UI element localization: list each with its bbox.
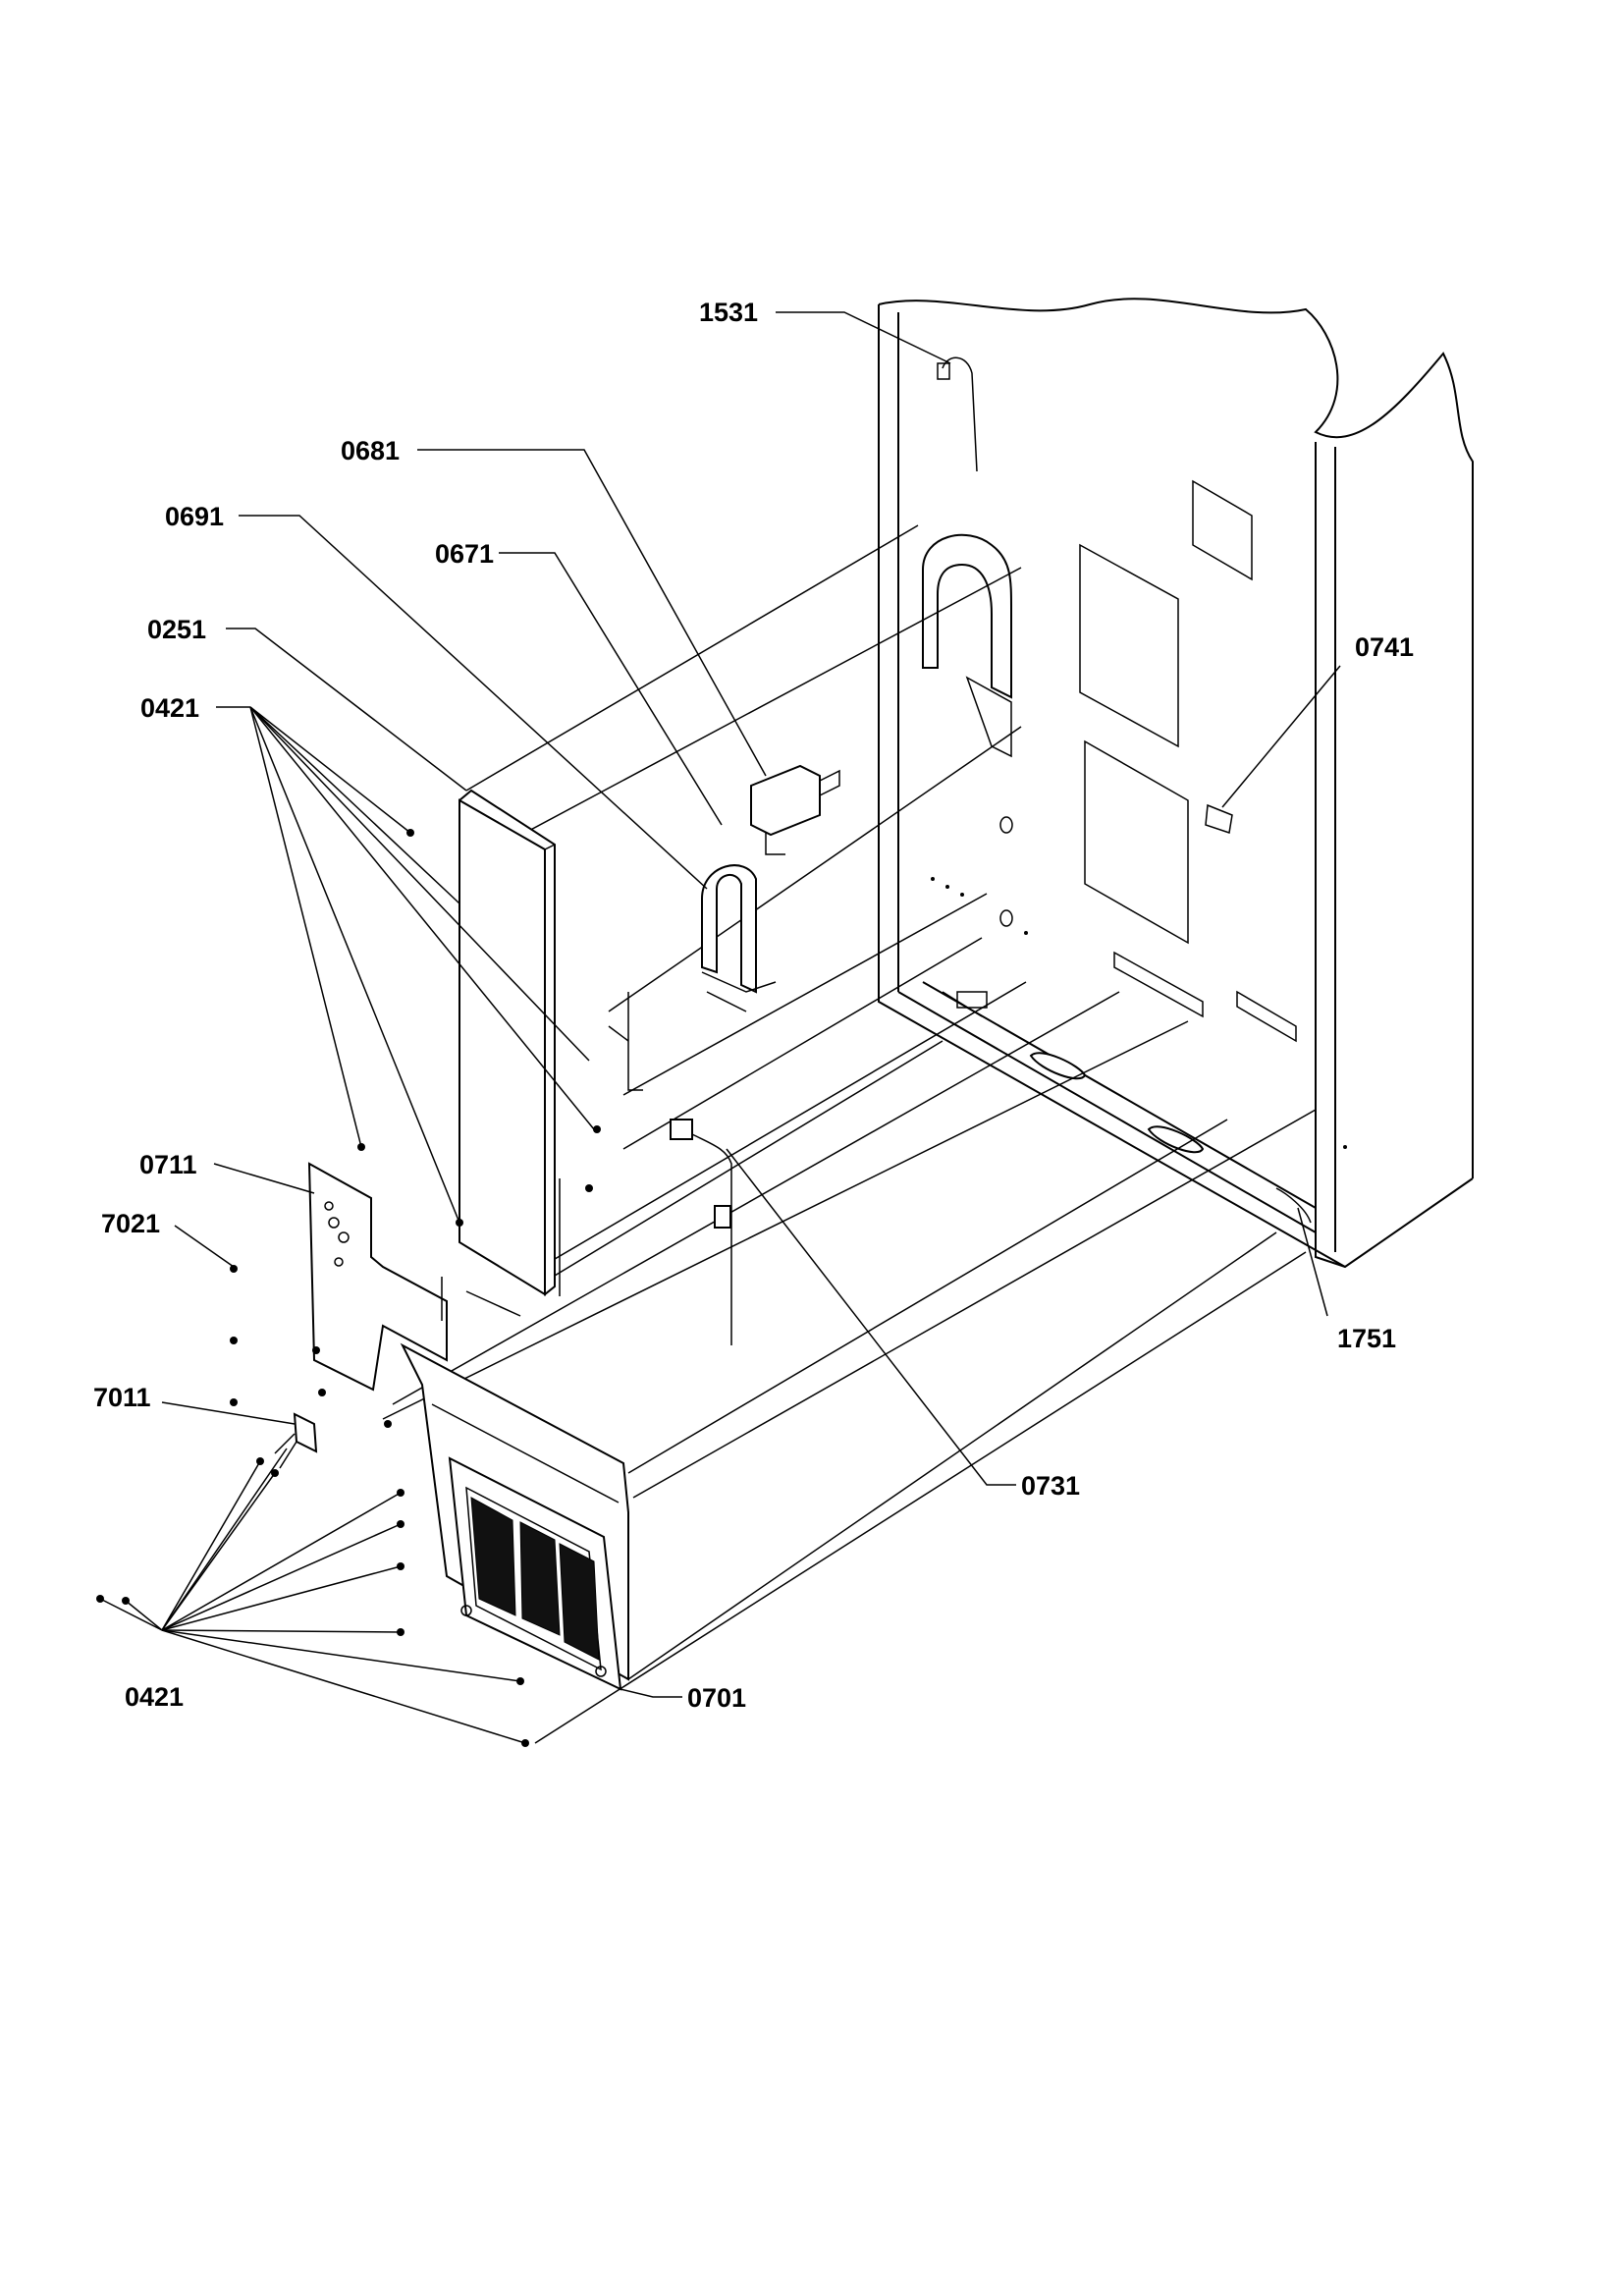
part-0251-panel	[458, 789, 561, 1296]
label-7021: 7021	[101, 1209, 160, 1238]
screw	[593, 1125, 601, 1133]
label-0731: 0731	[1021, 1471, 1080, 1501]
label-0701: 0701	[687, 1683, 746, 1713]
cabinet-back-wall	[878, 298, 1474, 1269]
screw	[384, 1420, 392, 1428]
part-0711-bracket	[307, 1162, 521, 1392]
leader-lines	[99, 311, 1341, 1744]
label-0711: 0711	[139, 1150, 197, 1179]
assembly-guide-lines	[382, 524, 1317, 1744]
screw	[585, 1184, 593, 1192]
screw	[318, 1389, 326, 1396]
part-7011-clip	[274, 1412, 318, 1469]
screw	[312, 1346, 320, 1354]
label-0421-top: 0421	[140, 693, 199, 723]
label-1531: 1531	[699, 298, 758, 327]
part-0691-bracket	[701, 864, 777, 1012]
screw	[230, 1398, 238, 1406]
part-0731-sensor	[608, 992, 732, 1345]
label-7011: 7011	[93, 1383, 151, 1412]
label-1751: 1751	[1337, 1324, 1396, 1353]
label-0681: 0681	[341, 436, 400, 465]
label-0671: 0671	[435, 539, 494, 569]
part-0681-cylinder	[750, 764, 840, 855]
part-number-labels: 1531 0681 0691 0671 0251 0421 0741 0711 …	[93, 298, 1414, 1713]
label-0691: 0691	[165, 502, 224, 531]
label-0421-bottom: 0421	[125, 1682, 184, 1712]
label-0741: 0741	[1355, 632, 1414, 662]
label-0251: 0251	[147, 615, 206, 644]
screw	[230, 1337, 238, 1344]
screw	[230, 1265, 238, 1273]
